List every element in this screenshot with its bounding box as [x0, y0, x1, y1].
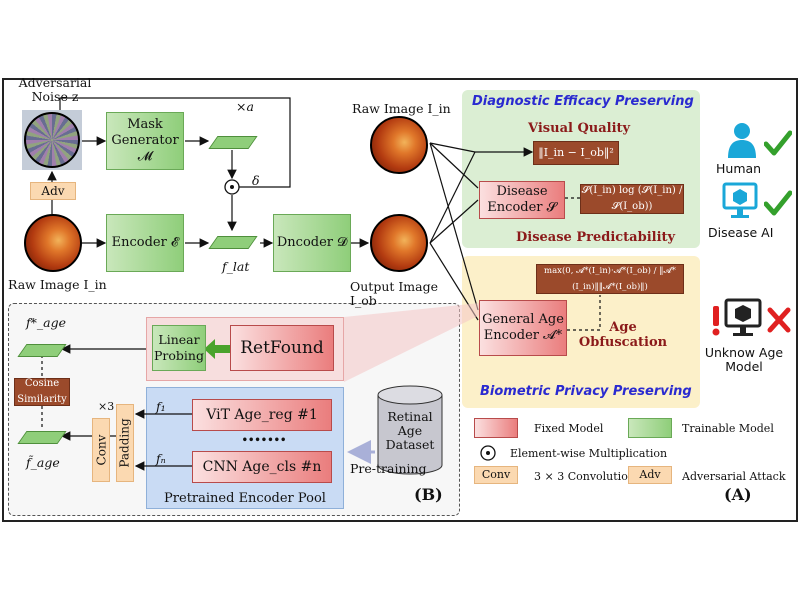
label-a: (A)	[724, 485, 752, 504]
visual-quality-formula: ‖I_in − I_ob‖²	[533, 141, 619, 165]
warning-exclamation-icon	[710, 304, 722, 336]
raw-image-fundus	[24, 214, 82, 272]
fn-label: fₙ	[156, 451, 166, 466]
f1-label: f₁	[156, 399, 166, 414]
retinal-dataset-label: Retinal Age Dataset	[385, 409, 435, 452]
raw-image-top-fundus	[370, 116, 428, 174]
cross-icon	[766, 306, 792, 334]
legend-trainable-label: Trainable Model	[682, 422, 774, 435]
output-image-label: Output Image I_ob	[350, 279, 439, 308]
output-image-fundus	[370, 214, 428, 272]
pool-label: Pretrained Encoder Pool	[164, 491, 326, 506]
encoder-box: Encoder 𝓔	[106, 214, 184, 272]
general-age-encoder-box: General Age Encoder 𝓐*	[479, 300, 567, 356]
legend-trainable-swatch	[628, 418, 672, 438]
legend-fixed-swatch	[474, 418, 518, 438]
unknown-age-label: Unknow Age Model	[704, 345, 784, 374]
disease-formula: 𝓢(I_in) log (𝓢(I_in) / 𝓢(I_ob))	[580, 184, 684, 214]
disease-ai-monitor-icon	[722, 182, 758, 220]
encoder-ellipsis: •••••••	[241, 435, 287, 446]
age-obfuscation-label: Age Obfuscation	[578, 320, 668, 350]
linear-probing-box: Linear Probing	[152, 325, 206, 371]
mask-generator-box: Mask Generator 𝓜	[106, 112, 184, 170]
unknown-age-monitor-icon	[724, 298, 762, 340]
diagnostic-efficacy-panel	[462, 90, 700, 248]
cnn-encoder-box: CNN Age_cls #n	[192, 451, 332, 483]
conv-text: Conv	[94, 434, 109, 466]
retfound-box: RetFound	[230, 325, 334, 371]
check-disease-ai-icon	[763, 190, 793, 216]
noise-disc	[24, 112, 80, 168]
delta-label: δ	[252, 173, 260, 188]
f-age-star-label: f*_age	[26, 315, 66, 330]
padding-text: Padding	[118, 418, 132, 468]
biometric-privacy-title: Biometric Privacy Preserving	[480, 384, 692, 399]
legend-elementwise-label: Element-wise Multiplication	[510, 447, 668, 460]
diagnostic-efficacy-title: Diagnostic Efficacy Preserving	[472, 94, 694, 109]
raw-image-in-top-label: Raw Image I_in	[352, 101, 451, 116]
figure-frame	[2, 78, 798, 522]
adversarial-noise-label: Adversarial Noise z	[18, 75, 92, 104]
dataset-cylinder	[377, 385, 443, 475]
label-b: (B)	[414, 485, 443, 504]
raw-image-in-label: Raw Image I_in	[8, 277, 107, 292]
human-label: Human	[716, 161, 762, 176]
disease-predictability-label: Disease Predictability	[516, 230, 676, 245]
age-formula: max(0, 𝓐*(I_in)·𝓐*(I_ob) / ‖𝓐*(I_in)‖‖𝓐*…	[536, 264, 684, 294]
f-age-tilde-label: f̃_age	[26, 455, 60, 470]
dncoder-box: Dncoder 𝓓	[273, 214, 351, 272]
disease-encoder-box: Disease Encoder 𝓢	[479, 181, 565, 219]
legend-fixed-label: Fixed Model	[534, 422, 604, 435]
pretraining-label: Pre-training	[350, 461, 427, 476]
visual-quality-label: Visual Quality	[528, 121, 631, 136]
disease-ai-label: Disease AI	[708, 225, 774, 240]
adv-box: Adv	[30, 182, 76, 200]
vit-encoder-box: ViT Age_reg #1	[192, 399, 332, 431]
conv-box: Conv	[92, 418, 110, 482]
cosine-similarity-box: Cosine Similarity	[14, 378, 70, 406]
conv-times3-label: ×3	[98, 400, 115, 413]
legend-conv-label: 3 × 3 Convolution	[534, 470, 635, 483]
f-lat-label: f_lat	[222, 259, 250, 274]
check-human-icon	[763, 130, 793, 156]
legend-adv-label: Adversarial Attack	[682, 470, 786, 483]
legend-conv-box: Conv	[474, 466, 518, 484]
human-icon	[728, 122, 756, 158]
padding-box: Padding	[116, 404, 134, 482]
times-a-label: ×a	[236, 99, 254, 114]
legend-adv-box: Adv	[628, 466, 672, 484]
